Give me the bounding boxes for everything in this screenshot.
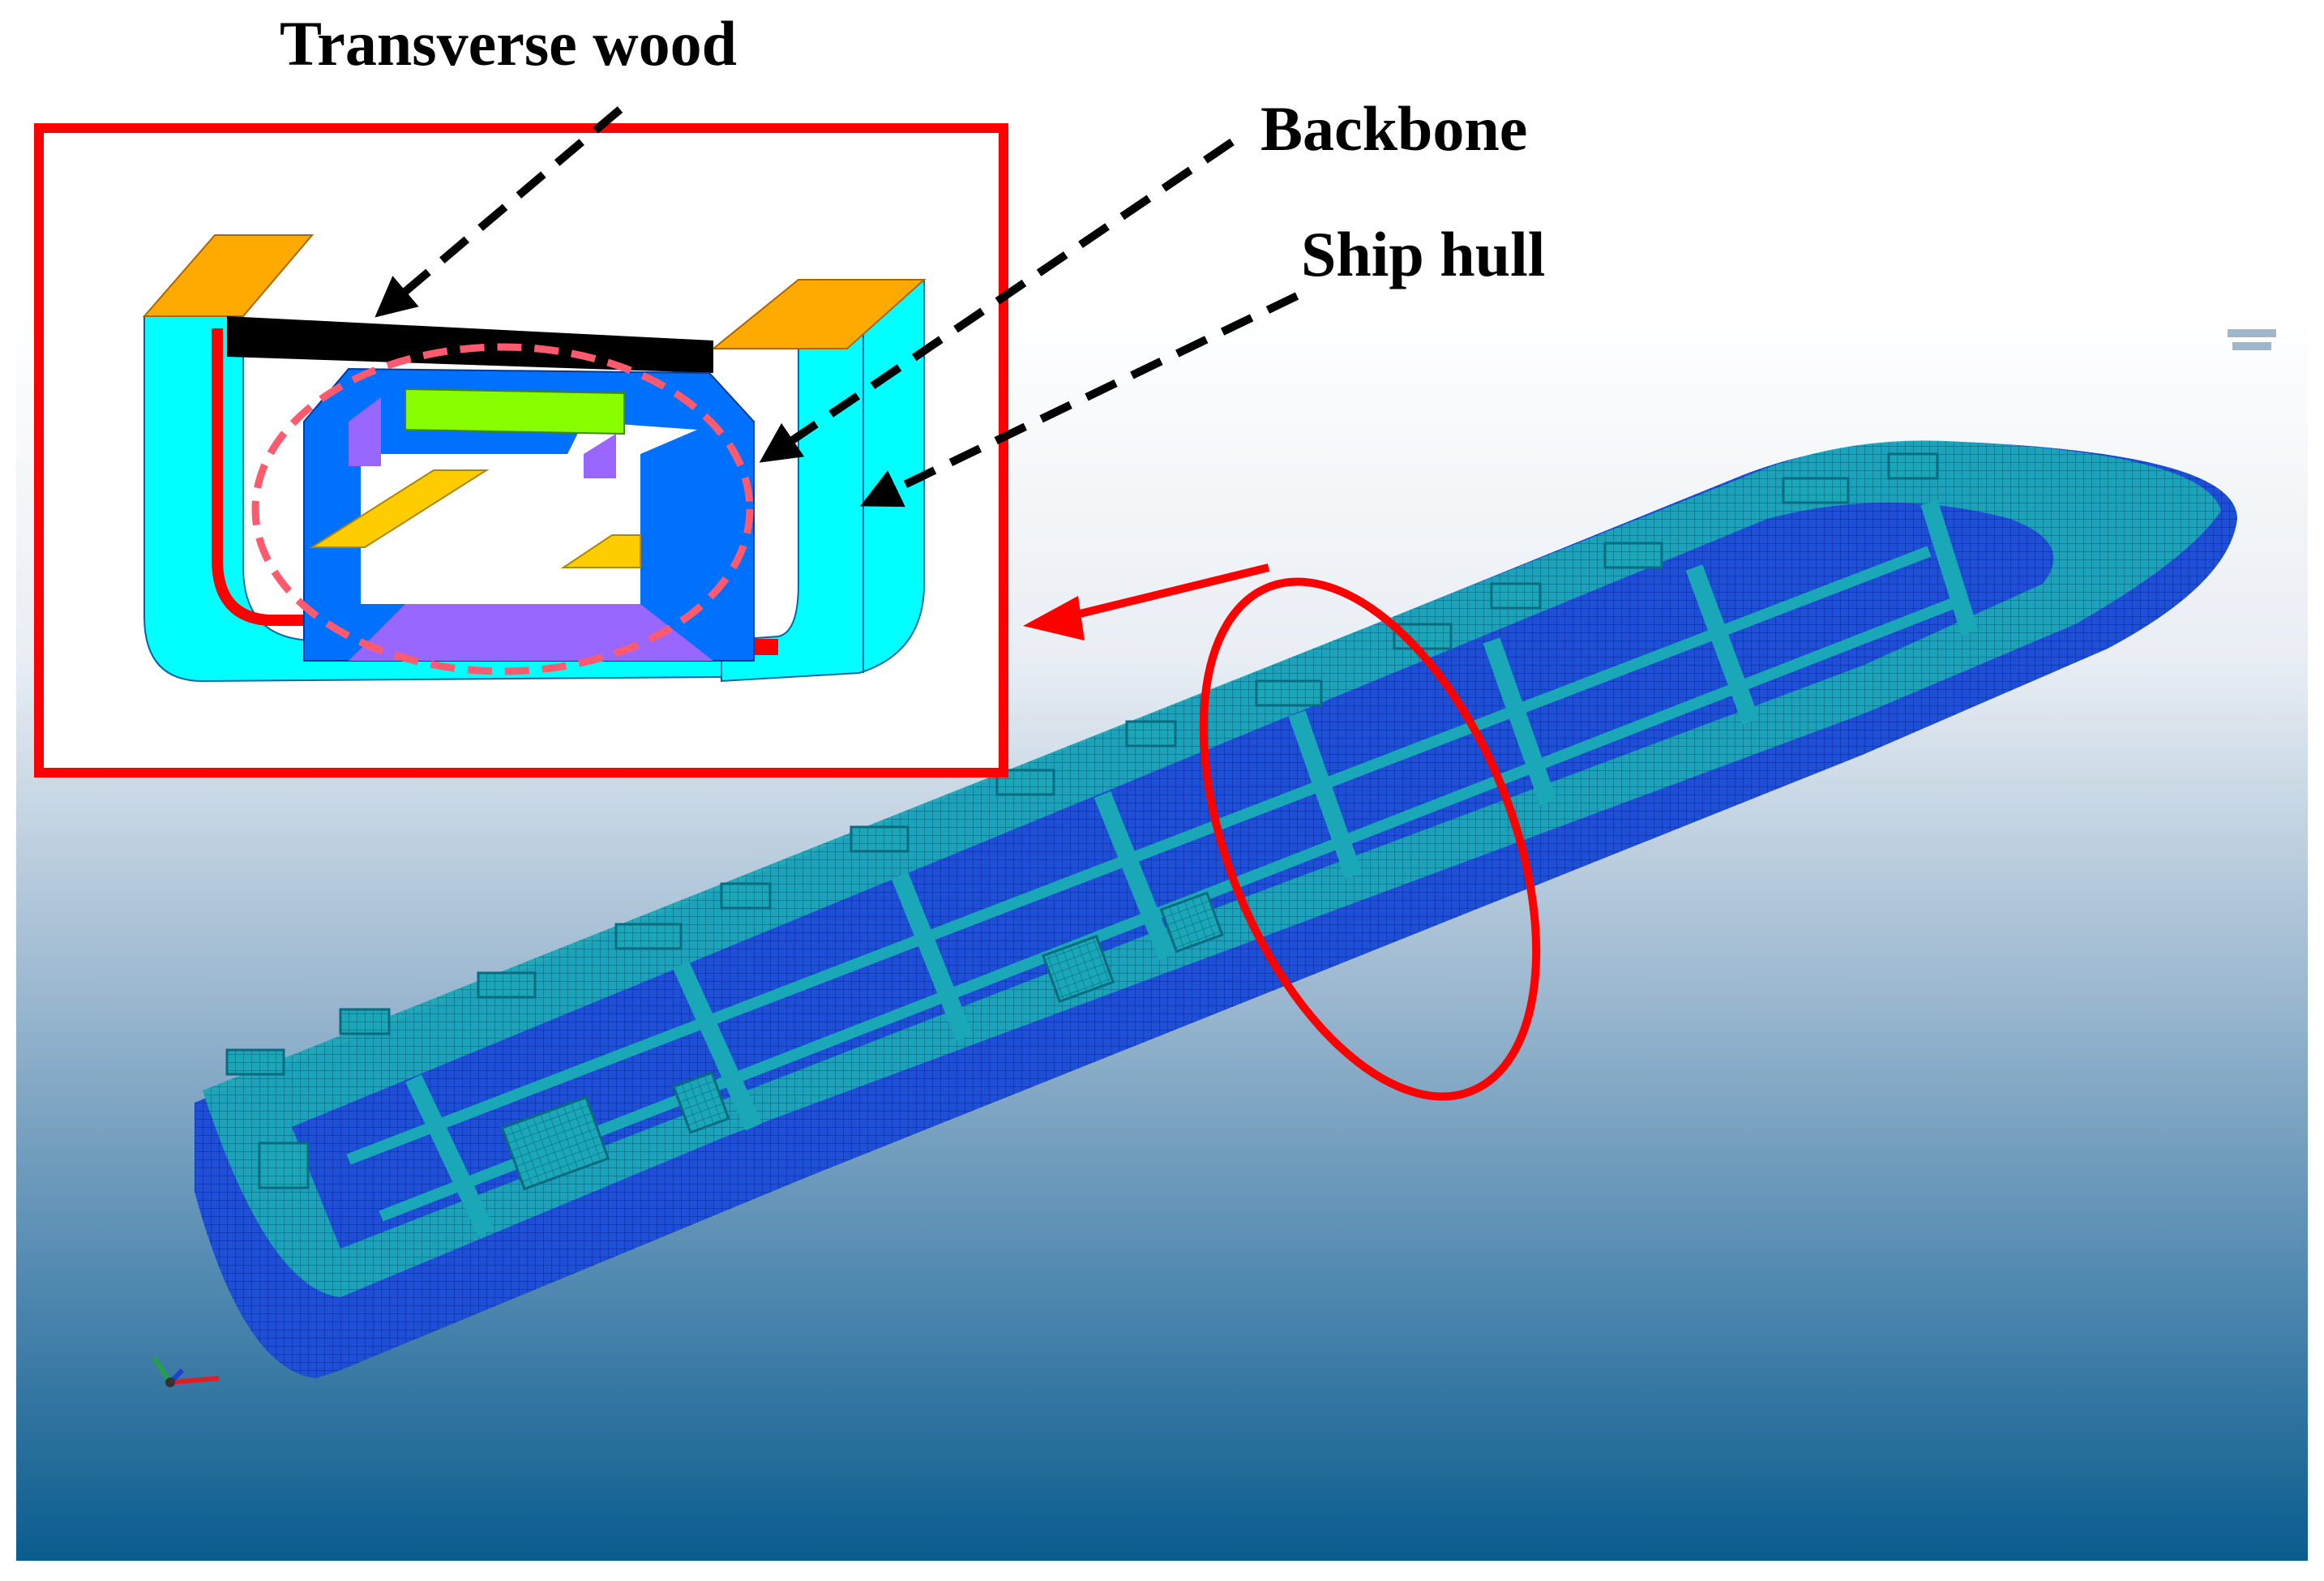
bulkheads <box>405 499 1979 1236</box>
purple-wall-right <box>584 434 616 478</box>
purple-wall-left <box>349 397 381 466</box>
label-ship-hull: Ship hull <box>1301 219 1545 289</box>
purple-floor <box>349 604 713 661</box>
hull-section-right <box>721 279 925 683</box>
leader-arrows <box>374 106 1299 508</box>
leader-transverse-wood <box>374 106 623 318</box>
deck-right <box>711 279 927 349</box>
axis-triad-icon <box>152 1356 220 1387</box>
software-watermark-icon <box>2228 329 2276 350</box>
leader-ship-hull <box>859 292 1299 508</box>
green-plate <box>404 388 625 435</box>
section-link-arrow <box>1023 563 1270 641</box>
label-backbone: Backbone <box>1260 93 1527 164</box>
deck-left <box>142 234 315 317</box>
yellow-plate-right <box>560 534 641 568</box>
section-highlight-ellipse <box>1199 577 1541 1101</box>
deck-fittings <box>225 452 1939 1076</box>
hull-inner-red-edge <box>212 328 304 626</box>
ship-mesh-model <box>152 329 2276 1387</box>
cross-section-inset <box>34 123 1008 778</box>
backbone-highlight-ellipse <box>251 343 754 675</box>
leader-backbone <box>759 138 1235 463</box>
label-transverse-wood: Transverse wood <box>280 8 737 79</box>
yellow-plate-left <box>309 469 490 548</box>
cargo-blocks <box>258 891 1224 1191</box>
